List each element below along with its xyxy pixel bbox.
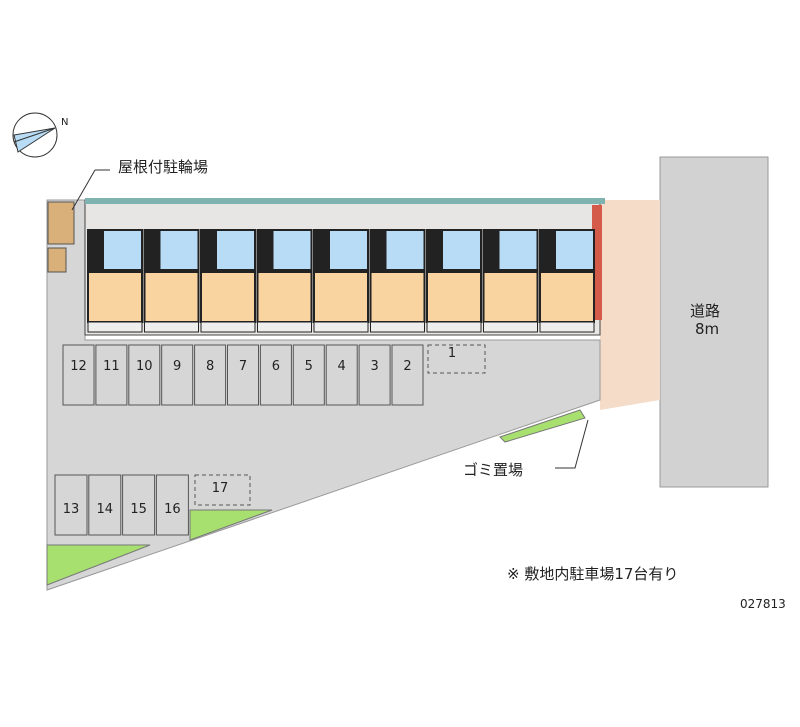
unit-kitchen [257,230,274,270]
unit-room [200,271,256,323]
parking-stall-number: 2 [403,359,412,374]
parking-note: ※ 敷地内駐車場17台有り [507,565,679,583]
unit-kitchen [144,230,161,270]
parking-stall [194,344,227,406]
trash-label: ゴミ置場 [463,461,524,479]
green-area [189,509,273,541]
parking-stall-number: 12 [70,359,87,374]
parking-stall [155,474,189,536]
parking-stall-number: 9 [173,359,182,374]
parking-stall [427,344,486,374]
parking-stall [122,474,156,536]
parking-stall [95,344,128,406]
unit-kitchen [370,230,387,270]
unit-balcony [87,321,143,333]
parking-stall [161,344,194,406]
parking-stall-number: 17 [211,481,229,496]
bike-shelter [47,201,75,245]
property-code: 027813 [740,597,786,611]
unit-balcony [426,321,482,333]
unit-room [313,271,369,323]
parking-stall [54,474,88,536]
parking-stall [391,344,424,406]
parking-stall [194,474,251,506]
parking-stall-number: 16 [164,502,181,517]
parking-stall-number: 13 [62,502,80,517]
compass-north-letter: N [61,117,69,128]
parking-stall [292,344,325,406]
green-area [46,544,151,586]
unit-balcony [257,321,312,333]
stairs [592,205,602,320]
parking-stall-number: 10 [136,359,153,374]
unit-kitchen [483,230,500,270]
trash-area [499,409,586,443]
parking-stall-number: 5 [304,359,313,374]
trash-leader-line [555,419,589,469]
unit-balcony [313,321,369,333]
compass-icon [12,112,58,158]
parking-stall-number: 1 [447,346,457,361]
unit-balcony [200,321,256,333]
unit-room [87,271,143,323]
bike-leader-line [71,169,96,211]
parking-stall [128,344,161,406]
parking-stall-number: 15 [130,502,147,517]
unit-kitchen [540,230,556,270]
bike-parking-label: 屋根付駐輪場 [118,158,209,176]
bike-shelter [47,247,67,273]
unit-room [369,271,426,323]
parking-stall [325,344,358,406]
unit-room [256,271,313,323]
road-width: 8m [695,320,720,338]
unit-kitchen [427,230,443,270]
unit-balcony [539,321,595,333]
parking-stall-number: 4 [337,359,346,374]
unit-balcony [370,321,425,333]
parking-stall-number: 8 [205,359,215,374]
parking-stall-number: 14 [96,502,114,517]
unit-room [482,271,539,323]
unit-kitchen [314,230,330,270]
parking-stall [62,344,95,406]
unit-balcony [483,321,538,333]
parking-stall [259,344,292,406]
parking-stall [227,344,259,406]
road-name: 道路 [690,302,721,320]
unit-balcony [144,321,199,333]
parking-stall [88,474,122,536]
unit-kitchen [88,230,104,270]
peach-strip [600,200,660,410]
unit-room [539,271,595,323]
parking-stall-number: 11 [103,359,120,374]
parking-stall-number: 7 [238,359,248,374]
parking-stall-number: 3 [370,359,379,374]
unit-room [143,271,200,323]
parking-stall [358,344,391,406]
unit-kitchen [201,230,217,270]
parking-stall-number: 6 [271,359,281,374]
building-roof-edge [85,198,605,204]
unit-room [426,271,482,323]
